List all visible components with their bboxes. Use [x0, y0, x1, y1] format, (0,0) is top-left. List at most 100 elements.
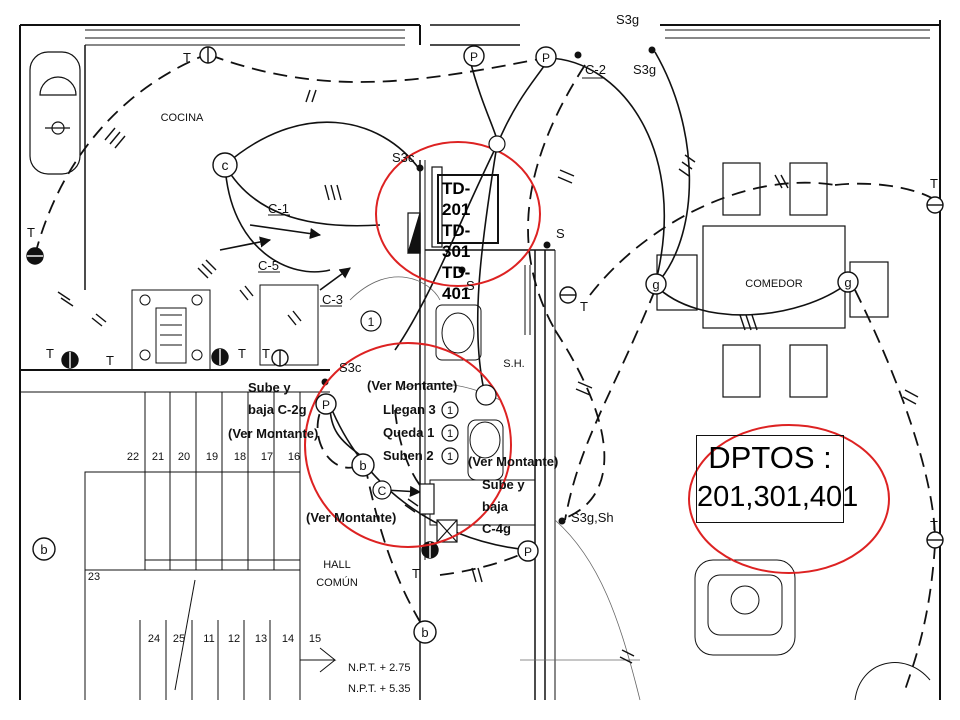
outlet-symbol	[61, 351, 79, 369]
stair-number: 24	[148, 633, 160, 645]
junction-circle	[475, 135, 506, 406]
note-sube-y-2: Sube y	[482, 477, 525, 492]
kitchen-sink	[29, 51, 81, 175]
kitchen-stove	[131, 284, 319, 371]
note-sube-y: Sube y	[248, 380, 291, 395]
circled-c	[372, 480, 392, 500]
light-g1	[645, 273, 667, 295]
stair-number: 20	[178, 451, 190, 463]
switch-dots	[321, 46, 656, 525]
outlet-label: T	[930, 518, 938, 533]
outlet-label: T	[262, 346, 270, 361]
count-circle-label: 1	[447, 451, 453, 463]
stair-number: 17	[261, 451, 273, 463]
outlet-symbol	[26, 247, 44, 265]
stairs	[84, 392, 337, 700]
stair-number: 23	[88, 571, 100, 583]
highlight-ellipses	[304, 141, 890, 574]
light-b2	[32, 537, 56, 561]
outlet-label: T	[580, 299, 588, 314]
light-b3-label: b	[421, 625, 428, 640]
electrical-panel	[407, 166, 458, 543]
dashed-circuits	[34, 54, 936, 691]
light-b2-label: b	[40, 542, 47, 557]
switch-label: S	[466, 278, 475, 293]
light-p2-label: P	[542, 51, 550, 65]
circuit-c3-label: C-3	[322, 292, 343, 307]
outlet-symbol	[271, 349, 289, 367]
light-p4	[517, 540, 539, 562]
light-c1-label: c	[222, 157, 229, 173]
stair-number: 11	[203, 633, 214, 645]
room-hall: HALL	[323, 559, 351, 571]
count-circle	[441, 424, 459, 442]
note-llegan: Llegan 3	[383, 402, 436, 417]
circuit-c2-label: C-2	[585, 62, 606, 77]
stair-number: 13	[255, 633, 267, 645]
note-ver-montante-2: (Ver Montante)	[367, 378, 457, 393]
outlet-label: T	[27, 225, 35, 240]
outlet-symbols	[26, 46, 944, 559]
count-circle	[441, 401, 459, 419]
stair-number: 19	[206, 451, 218, 463]
note-ver-montante-1: (Ver Montante)	[228, 426, 318, 441]
panel-label: TD-201	[442, 179, 471, 219]
outlet-label: T	[238, 346, 246, 361]
room-hall-2: COMÚN	[316, 576, 358, 589]
panel-label-box: TD-201 TD-301 TD-401	[437, 174, 499, 303]
switch-3c-label: S3c	[339, 360, 362, 375]
circuit-arrows	[219, 224, 422, 498]
stair-number: 12	[228, 633, 240, 645]
circled-c-label: C	[378, 484, 387, 498]
light-p2	[535, 46, 557, 68]
panel-label: TD-301	[442, 221, 471, 261]
circuit-c1-label: C-1	[268, 201, 289, 216]
count-circle-label: 1	[447, 428, 453, 440]
wire-ticks	[57, 89, 919, 664]
switch-3c-label: S3c	[392, 150, 415, 165]
count-circle-label: 1	[447, 405, 453, 417]
outlet-symbol	[926, 531, 944, 549]
circuit-c5-label: C-5	[258, 258, 279, 273]
stair-number: 18	[234, 451, 246, 463]
highlight-panels	[375, 141, 541, 287]
highlight-riser	[304, 342, 512, 548]
light-p3	[315, 393, 337, 415]
note-c4g: C-4g	[482, 521, 511, 536]
switch-3g-label: S3g	[616, 12, 639, 27]
note-ver-montante-4: (Ver Montante)	[306, 510, 396, 525]
stair-number: 14	[282, 633, 294, 645]
departments-list: 201,301,401	[697, 481, 859, 513]
note-baja-c2g: baja C-2g	[248, 402, 307, 417]
count-circle	[441, 447, 459, 465]
outlet-symbol	[211, 348, 229, 366]
light-g1-label: g	[652, 277, 659, 292]
light-p3-label: P	[322, 398, 330, 412]
count-circle-label: 1	[368, 315, 375, 329]
stair-number: 15	[309, 633, 321, 645]
room-dining: COMEDOR	[745, 278, 803, 290]
solid-circuits	[224, 51, 849, 551]
panel-label: TD-401	[442, 263, 471, 303]
switch-3g-sh-label: S3g,Sh	[571, 510, 614, 525]
light-g2	[837, 271, 859, 293]
departments-box: DPTOS : 201,301,401	[696, 435, 859, 523]
room-bathroom: S.H.	[503, 358, 524, 370]
highlight-departments	[688, 424, 890, 574]
stair-number: 25	[173, 633, 185, 645]
light-p1	[463, 45, 485, 67]
outlet-symbol	[199, 46, 217, 64]
outlet-symbol	[559, 286, 577, 304]
stair-number: 16	[288, 451, 300, 463]
note-queda: Queda 1	[383, 425, 434, 440]
light-g2-label: g	[844, 275, 851, 290]
outlet-label: T	[930, 176, 938, 191]
light-b3	[413, 620, 437, 644]
note-ver-montante-3: (Ver Montante)	[468, 454, 558, 469]
stair-number: 21	[152, 451, 164, 463]
departments-title: DPTOS :	[708, 440, 832, 475]
light-p4-label: P	[524, 545, 532, 559]
level-label-1: N.P.T. + 2.75	[348, 662, 410, 674]
